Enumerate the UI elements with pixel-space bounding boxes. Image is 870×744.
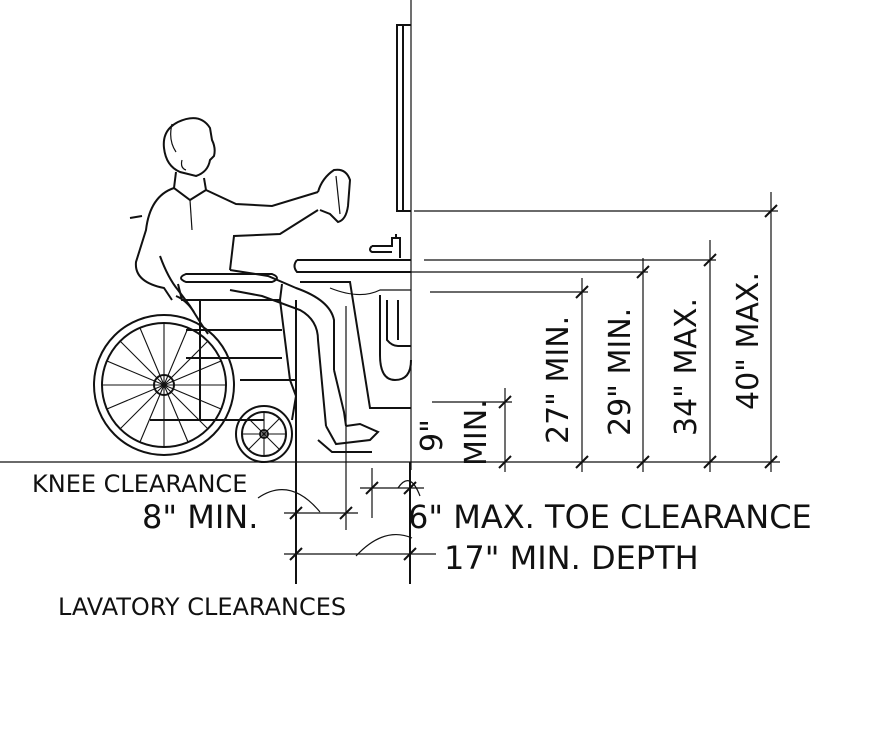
mirror-icon — [396, 24, 411, 212]
toe-clearance-label: 6" MAX. TOE CLEARANCE — [408, 498, 812, 536]
lavatory-sink-icon — [293, 234, 412, 409]
drain-trap-icon — [379, 295, 412, 382]
wheelchair-user-figure-icon — [93, 117, 380, 463]
dim-34-label: 34" MAX. — [669, 298, 704, 436]
dim-27-label: 27" MIN. — [541, 316, 576, 444]
height-dimension-lines — [356, 192, 778, 472]
wheelchair-icon — [93, 215, 297, 463]
dim-9-number: 9" — [415, 419, 450, 452]
faucet-icon — [369, 234, 401, 258]
min-depth-label: 17" MIN. DEPTH — [444, 539, 699, 577]
dim-40-label: 40" MAX. — [731, 272, 766, 410]
lavatory-clearances-label: LAVATORY CLEARANCES — [58, 593, 346, 621]
knee-clearance-label: KNEE CLEARANCE — [32, 470, 247, 498]
dim-9-min: MIN. — [459, 399, 494, 466]
knee-min-label: 8" MIN. — [142, 498, 258, 536]
depth-dimension-lines — [257, 300, 436, 584]
wheel-spokes — [102, 323, 226, 447]
dim-29-label: 29" MIN. — [603, 308, 638, 436]
